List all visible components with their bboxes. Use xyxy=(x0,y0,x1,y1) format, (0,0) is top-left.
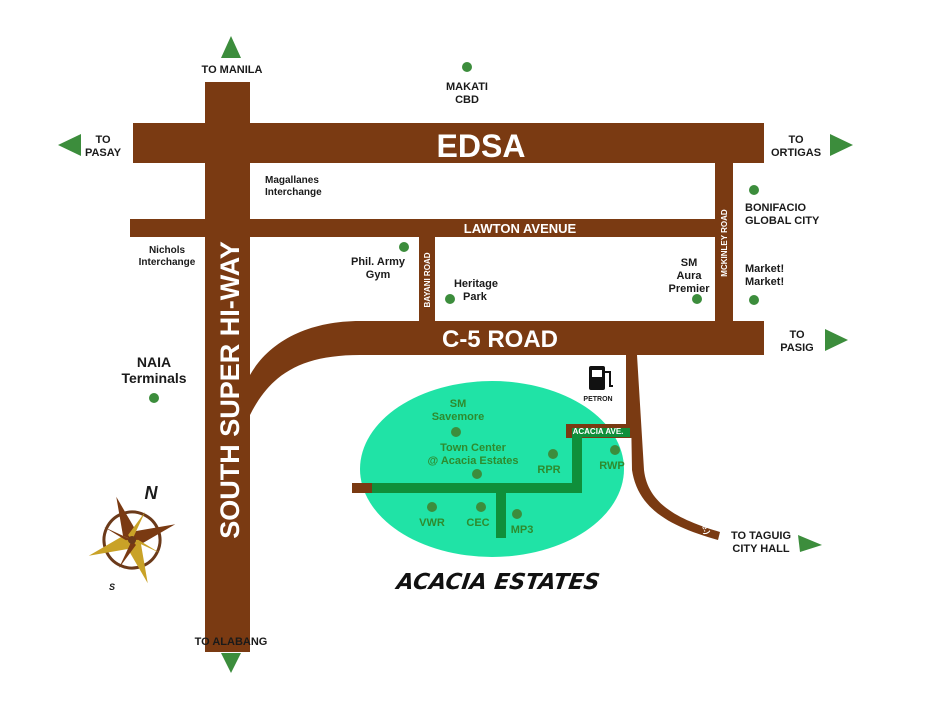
lawton-avenue-label: LAWTON AVENUE xyxy=(464,221,577,236)
rpr-marker-icon xyxy=(548,449,558,459)
arrow-down-alabang-icon xyxy=(221,653,241,673)
naia-label-1: NAIA xyxy=(137,354,171,370)
to-taguig-label-1: TO TAGUIG xyxy=(731,530,791,542)
to-pasay-label-2: PASAY xyxy=(85,147,122,159)
c5-acacia-connector xyxy=(626,355,634,435)
rpr-label: RPR xyxy=(537,464,560,476)
heritage-label-1: Heritage xyxy=(454,278,498,290)
phil-army-label-1: Phil. Army xyxy=(351,256,406,268)
vwr-marker-icon xyxy=(427,502,437,512)
mp3-label: MP3 xyxy=(511,524,534,536)
slex-road xyxy=(205,82,250,652)
naia-marker-icon xyxy=(149,393,159,403)
bgc-label-2: GLOBAL CITY xyxy=(745,215,820,227)
makati-label-2: CBD xyxy=(455,94,479,106)
town-center-label-2: @ Acacia Estates xyxy=(427,455,518,467)
mp3-marker-icon xyxy=(512,509,522,519)
vwr-label: VWR xyxy=(419,517,445,529)
sm-aura-label-1: SM xyxy=(681,257,698,269)
cec-label: CEC xyxy=(466,517,489,529)
sm-aura-label-3: Premier xyxy=(669,283,711,295)
heritage-label-2: Park xyxy=(463,291,488,303)
estate-entry-road xyxy=(352,483,382,493)
to-manila-label: TO MANILA xyxy=(202,64,263,76)
estate-riser-road xyxy=(572,428,582,488)
nichols-label-2: Interchange xyxy=(139,257,196,268)
phil-army-label-2: Gym xyxy=(366,269,391,281)
acacia-estates-zone xyxy=(360,381,624,557)
savemore-marker-icon xyxy=(451,427,461,437)
lawton-avenue-road xyxy=(130,219,719,237)
edsa-label: EDSA xyxy=(437,128,526,164)
arrow-left-pasay-icon xyxy=(58,134,81,156)
market-label-1: Market! xyxy=(745,263,784,275)
petron-label: PETRON xyxy=(583,396,612,403)
arrow-right-pasig-icon xyxy=(825,329,848,351)
to-pasay-label-1: TO xyxy=(95,134,111,146)
to-ortigas-label-1: TO xyxy=(788,134,804,146)
petron-fuel-icon xyxy=(589,366,613,390)
magallanes-label-2: Interchange xyxy=(265,187,322,198)
savemore-label-2: Savemore xyxy=(432,411,485,423)
road-network xyxy=(130,82,764,652)
c5-road-label: C-5 ROAD xyxy=(442,326,558,353)
mckinley-road-label: MCKINLEY ROAD xyxy=(720,209,729,277)
acacia-avenue-label: ACACIA AVE. xyxy=(573,427,624,436)
bayani-road-label: BAYANI ROAD xyxy=(423,252,432,307)
town-center-label-1: Town Center xyxy=(440,442,507,454)
estate-roads xyxy=(372,428,630,538)
bgc-marker-icon xyxy=(749,185,759,195)
c5-curve-road xyxy=(250,321,360,415)
makati-label-1: MAKATI xyxy=(446,81,488,93)
bgc-label-1: BONIFACIO xyxy=(745,202,807,214)
cayetano-blvd-road xyxy=(630,355,720,540)
c5-road xyxy=(360,321,764,355)
rwp-label: RWP xyxy=(599,460,624,472)
to-taguig-label-2: CITY HALL xyxy=(732,543,790,555)
landmark-markers xyxy=(149,62,759,519)
bayani-road xyxy=(419,237,435,323)
estate-south-road xyxy=(496,493,506,538)
makati-cbd-marker-icon xyxy=(462,62,472,72)
compass-rose-icon xyxy=(88,496,176,584)
to-ortigas-label-2: ORTIGAS xyxy=(771,147,821,159)
cec-marker-icon xyxy=(476,502,486,512)
to-pasig-label-2: PASIG xyxy=(780,342,813,354)
market-market-marker-icon xyxy=(749,295,759,305)
to-alabang-label: TO ALABANG xyxy=(195,636,268,648)
phil-army-gym-marker-icon xyxy=(399,242,409,252)
estate-top-road xyxy=(572,428,630,437)
savemore-label-1: SM xyxy=(450,398,467,410)
town-center-marker-icon xyxy=(472,469,482,479)
rwp-marker-icon xyxy=(610,445,620,455)
arrow-right-ortigas-icon xyxy=(830,134,853,156)
to-pasig-label-1: TO xyxy=(789,329,805,341)
sm-aura-label-2: Aura xyxy=(676,270,702,282)
estate-main-road xyxy=(372,483,582,493)
nichols-label-1: Nichols xyxy=(149,245,186,256)
mckinley-road xyxy=(715,163,733,323)
magallanes-label-1: Magallanes xyxy=(265,175,319,186)
acacia-estates-title: ACACIA ESTATES xyxy=(393,569,601,595)
sm-aura-marker-icon xyxy=(692,294,702,304)
arrow-up-manila-icon xyxy=(221,36,241,58)
heritage-park-marker-icon xyxy=(445,294,455,304)
naia-label-2: Terminals xyxy=(121,370,186,386)
compass-north-label: N xyxy=(145,483,159,503)
market-label-2: Market! xyxy=(745,276,784,288)
cayetano-blvd-label: CAYETANO BLVD. (formerly Levi Mariano Av… xyxy=(637,367,712,536)
direction-arrows xyxy=(58,36,853,673)
arrow-right-taguig-icon xyxy=(798,535,822,552)
compass-south-label: S xyxy=(109,582,115,592)
slex-label: SOUTH SUPER HI-WAY xyxy=(215,241,245,539)
